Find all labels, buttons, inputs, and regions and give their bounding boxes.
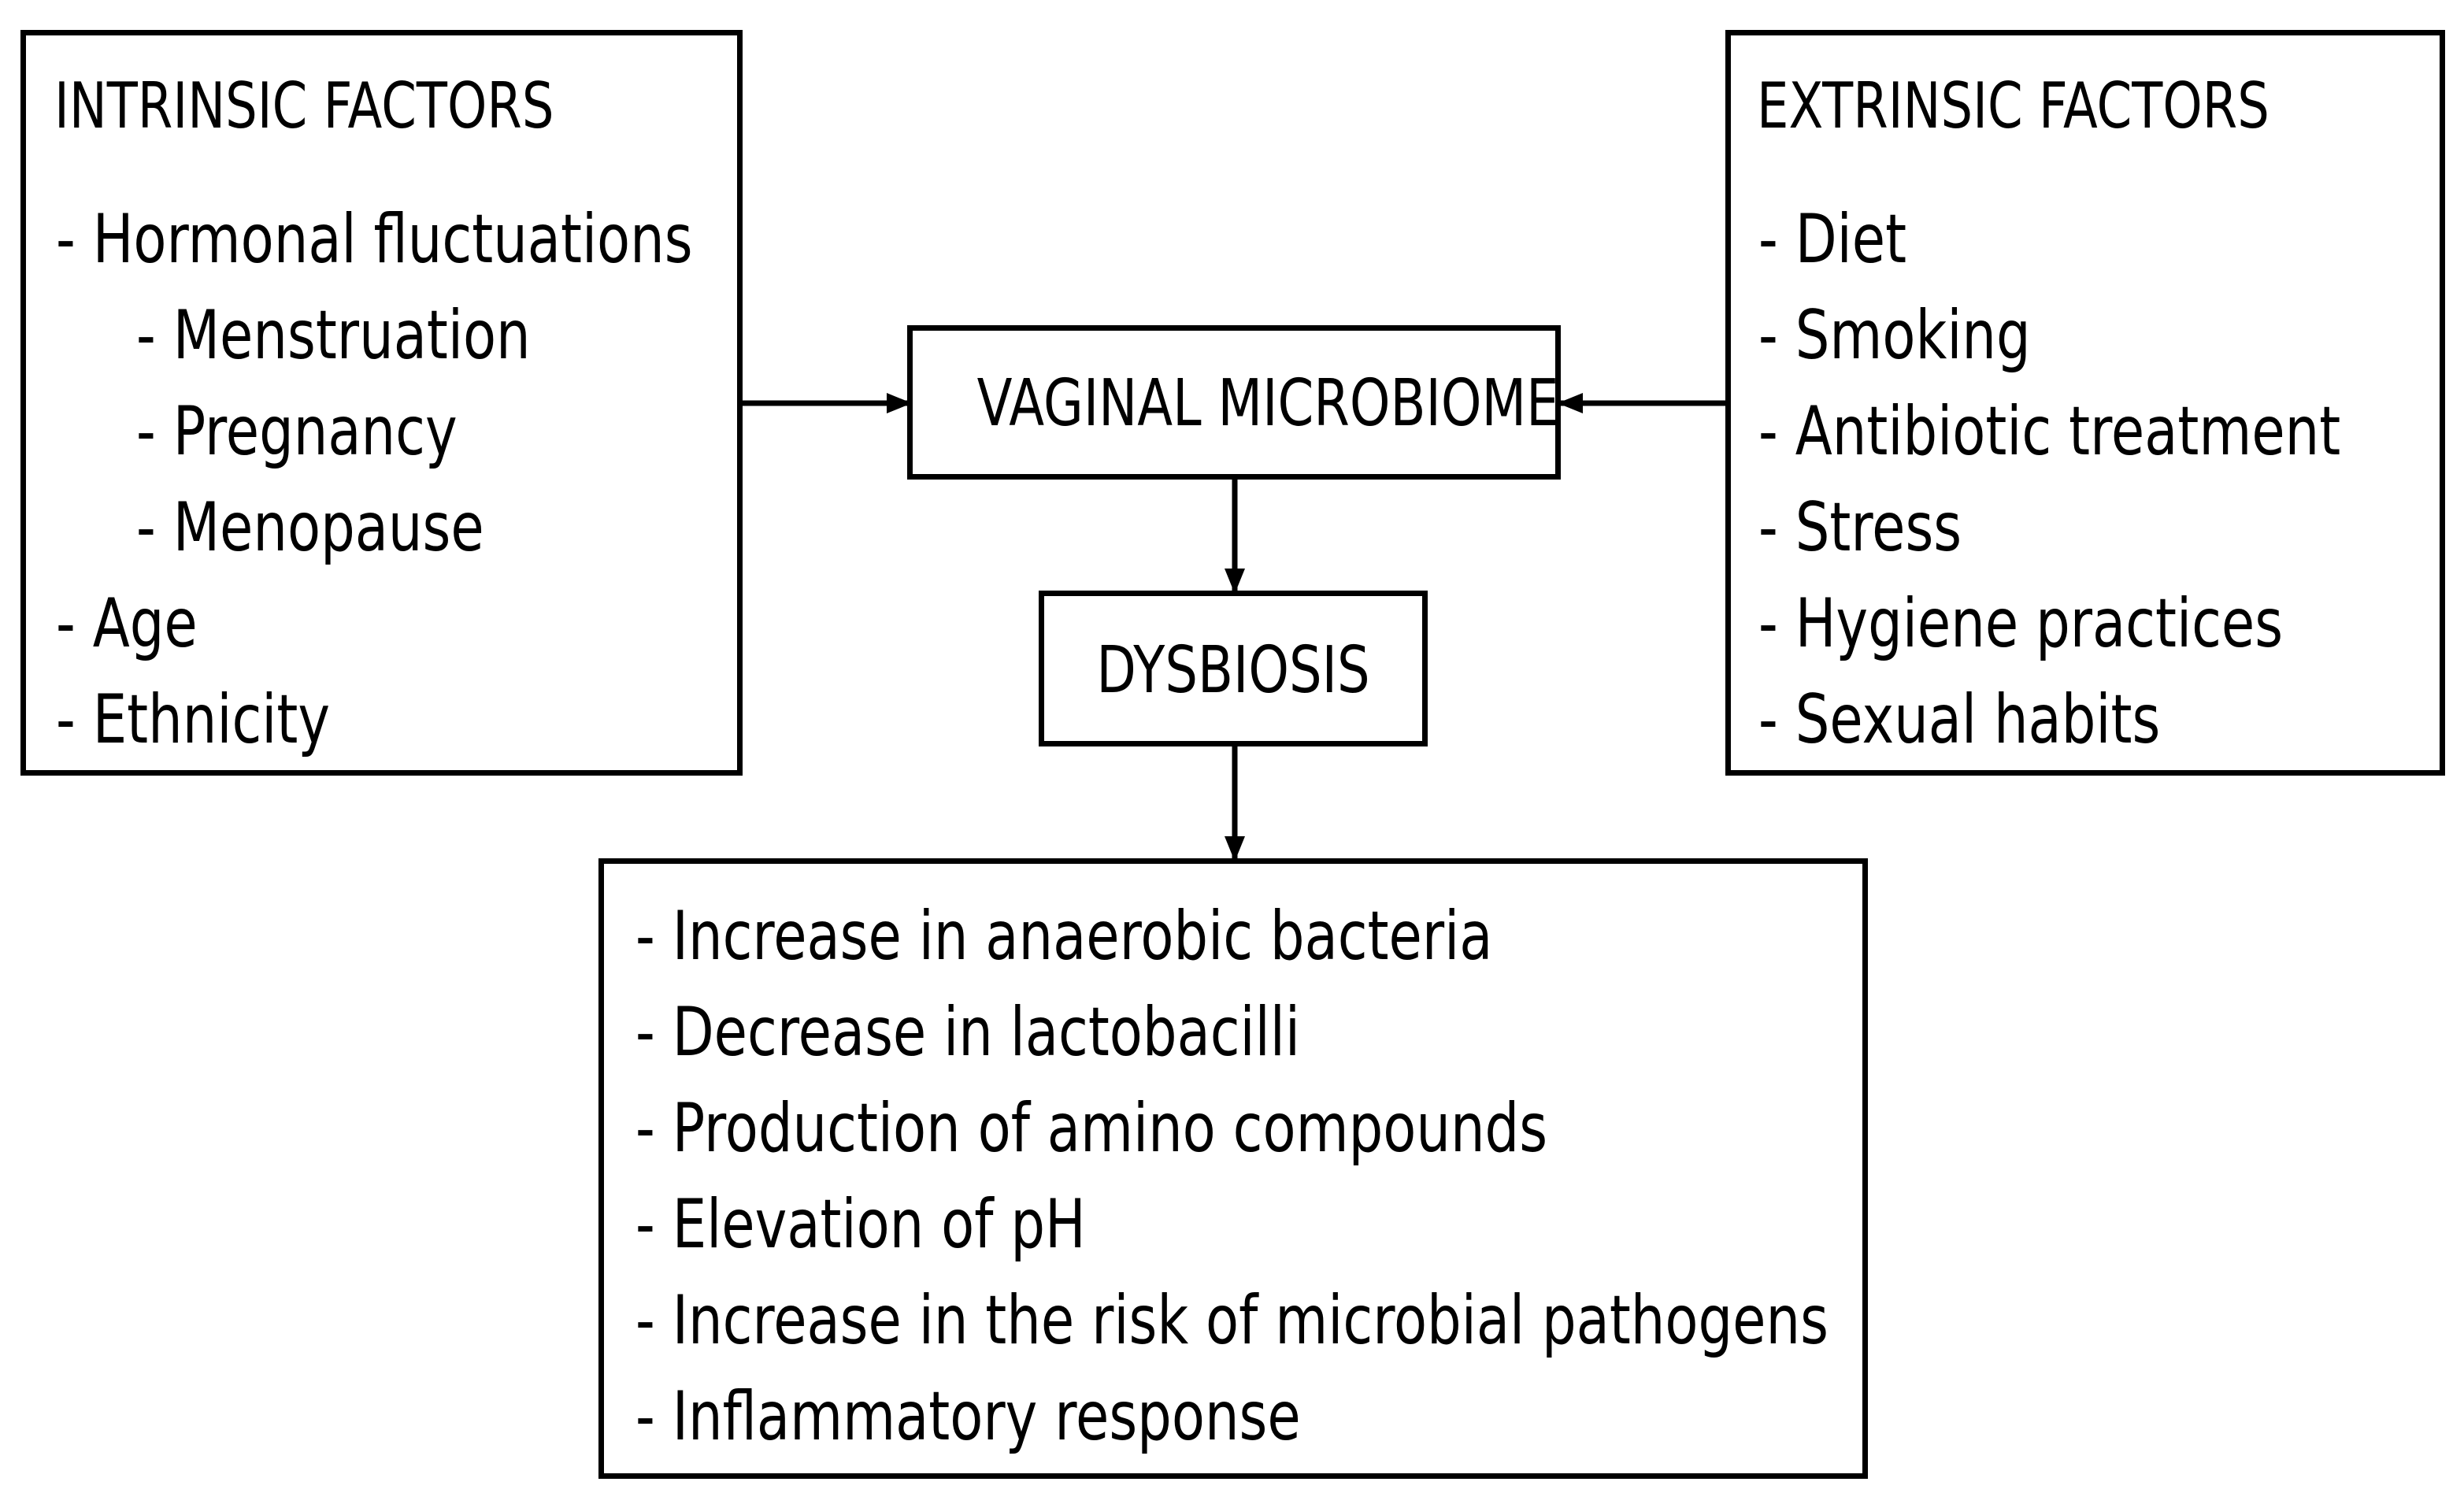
- intrinsic-subitem: - Pregnancy: [136, 392, 458, 471]
- intrinsic-item: - Hormonal fluctuations: [56, 200, 693, 279]
- intrinsic-item: - Age: [56, 584, 198, 663]
- extrinsic-item: - Sexual habits: [1758, 680, 2161, 759]
- extrinsic-item: - Stress: [1758, 488, 1962, 567]
- extrinsic-item: - Antibiotic treatment: [1758, 392, 2341, 471]
- consequence-item: - Increase in the risk of microbial path…: [635, 1281, 1829, 1360]
- intrinsic-item: - Ethnicity: [56, 680, 331, 759]
- dysbiosis-box: DYSBIOSIS: [1039, 591, 1428, 746]
- consequence-item: - Elevation of pH: [635, 1185, 1086, 1264]
- extrinsic-item: - Hygiene practices: [1758, 584, 2284, 663]
- vaginal-microbiome-box: VAGINAL MICROBIOME: [907, 325, 1561, 480]
- intrinsic-factors-title: INTRINSIC FACTORS: [54, 69, 554, 143]
- dysbiosis-label: DYSBIOSIS: [1096, 633, 1370, 708]
- vaginal-microbiome-label: VAGINAL MICROBIOME: [976, 366, 1559, 441]
- consequence-item: - Increase in anaerobic bacteria: [635, 897, 1493, 976]
- consequence-item: - Decrease in lactobacilli: [635, 993, 1301, 1072]
- extrinsic-item: - Diet: [1758, 200, 1907, 279]
- consequences-box: - Increase in anaerobic bacteria - Decre…: [598, 858, 1868, 1479]
- consequence-item: - Inflammatory response: [635, 1377, 1301, 1456]
- extrinsic-factors-box: EXTRINSIC FACTORS - Diet - Smoking - Ant…: [1725, 30, 2445, 776]
- intrinsic-subitem: - Menopause: [136, 488, 484, 567]
- intrinsic-subitem: - Menstruation: [136, 296, 531, 375]
- extrinsic-item: - Smoking: [1758, 296, 2031, 375]
- consequence-item: - Production of amino compounds: [635, 1089, 1548, 1168]
- extrinsic-factors-title: EXTRINSIC FACTORS: [1757, 69, 2269, 143]
- intrinsic-factors-box: INTRINSIC FACTORS - Hormonal fluctuation…: [20, 30, 743, 776]
